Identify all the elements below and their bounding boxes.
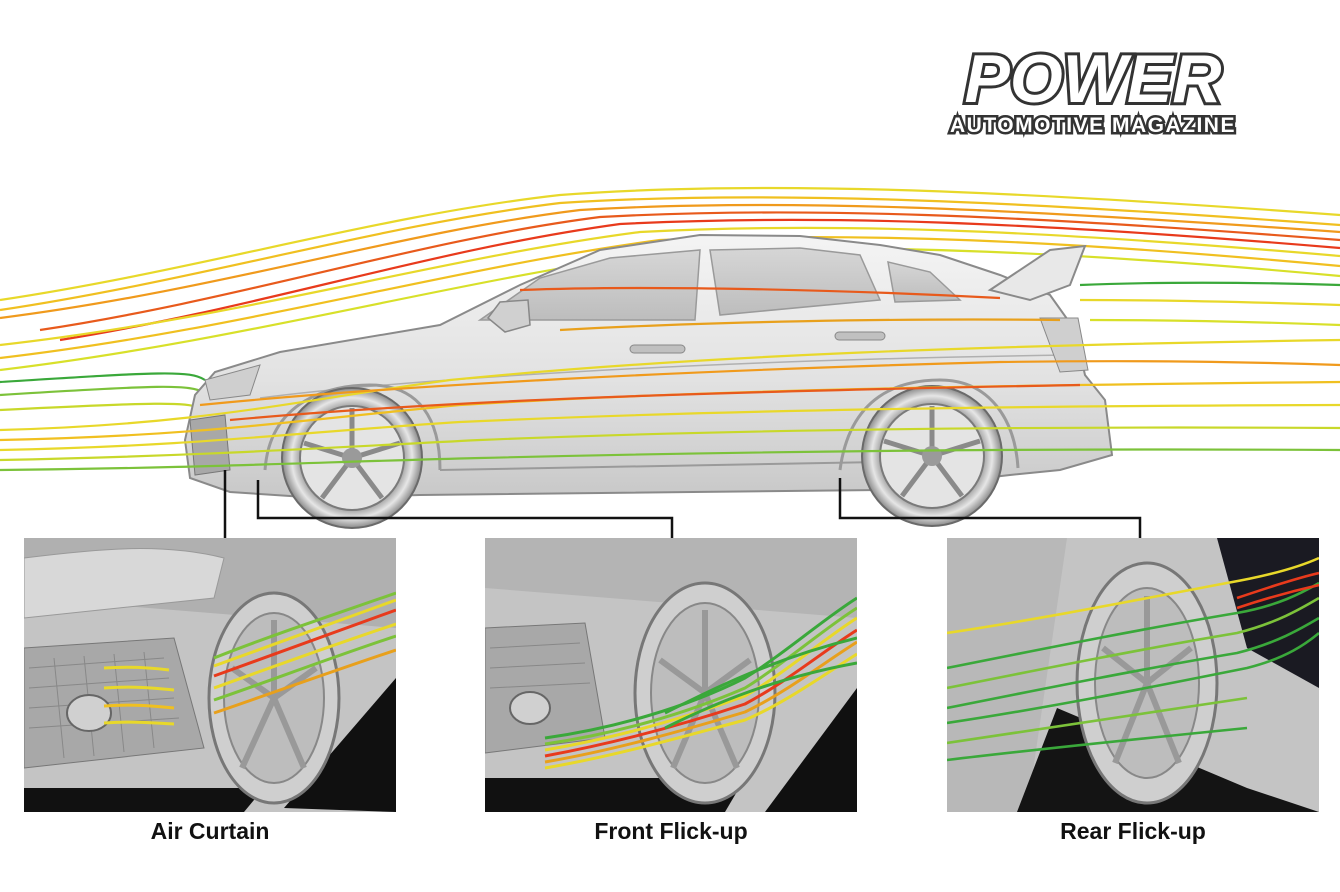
rear-flick-up-detail (947, 538, 1319, 812)
upper-streamlines (0, 186, 1340, 412)
callout-connectors (223, 470, 1142, 538)
logo-title: POWER (965, 41, 1222, 117)
car-airflow-illustration (0, 186, 1340, 538)
rear-flick-up-label: Rear Flick-up (1060, 818, 1206, 844)
side-streamlines (0, 286, 1340, 472)
front-wheel (281, 387, 423, 529)
front-flick-up-label: Front Flick-up (594, 818, 748, 844)
air-curtain-detail (24, 538, 396, 812)
logo-subtitle: AUTOMOTIVE MAGAZINE (950, 114, 1236, 137)
power-magazine-logo: POWER AUTOMOTIVE MAGAZINE (948, 40, 1237, 140)
air-curtain-label: Air Curtain (150, 818, 270, 844)
front-flick-up-detail (485, 538, 857, 812)
